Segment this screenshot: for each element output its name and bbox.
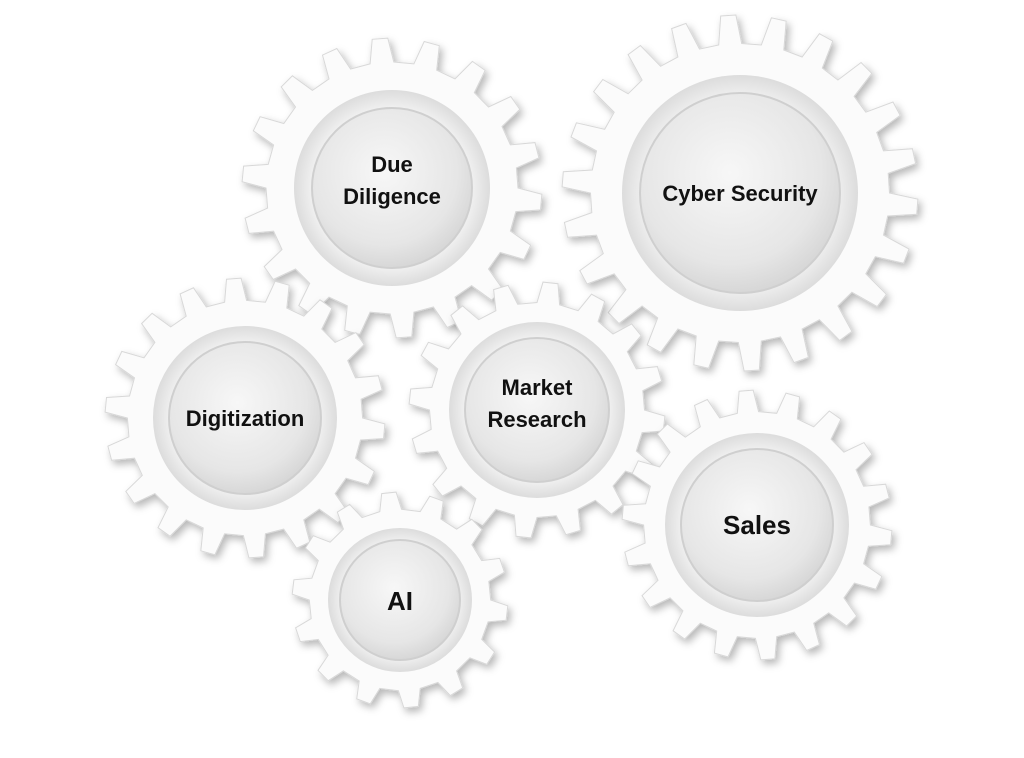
gear-label: Research — [487, 407, 586, 432]
gear-digitization: Digitization — [104, 277, 386, 559]
gear-hub — [680, 448, 834, 602]
gear-label: Sales — [723, 510, 791, 540]
gear-cyber-security: Cyber Security — [561, 14, 919, 372]
gear-label: Diligence — [343, 184, 441, 209]
gear-label: Due — [371, 152, 413, 177]
gear-label: Market — [502, 375, 574, 400]
gear-hub — [168, 341, 322, 495]
gear-ai: AI — [291, 491, 509, 709]
gear-label: AI — [387, 586, 413, 616]
gear-hub — [639, 92, 841, 294]
gear-label: Digitization — [186, 406, 305, 431]
gear-sales: Sales — [621, 389, 893, 661]
gear-hub — [339, 539, 461, 661]
gear-hub — [464, 337, 610, 483]
gear-label: Cyber Security — [662, 181, 818, 206]
gear-hub — [311, 107, 473, 269]
